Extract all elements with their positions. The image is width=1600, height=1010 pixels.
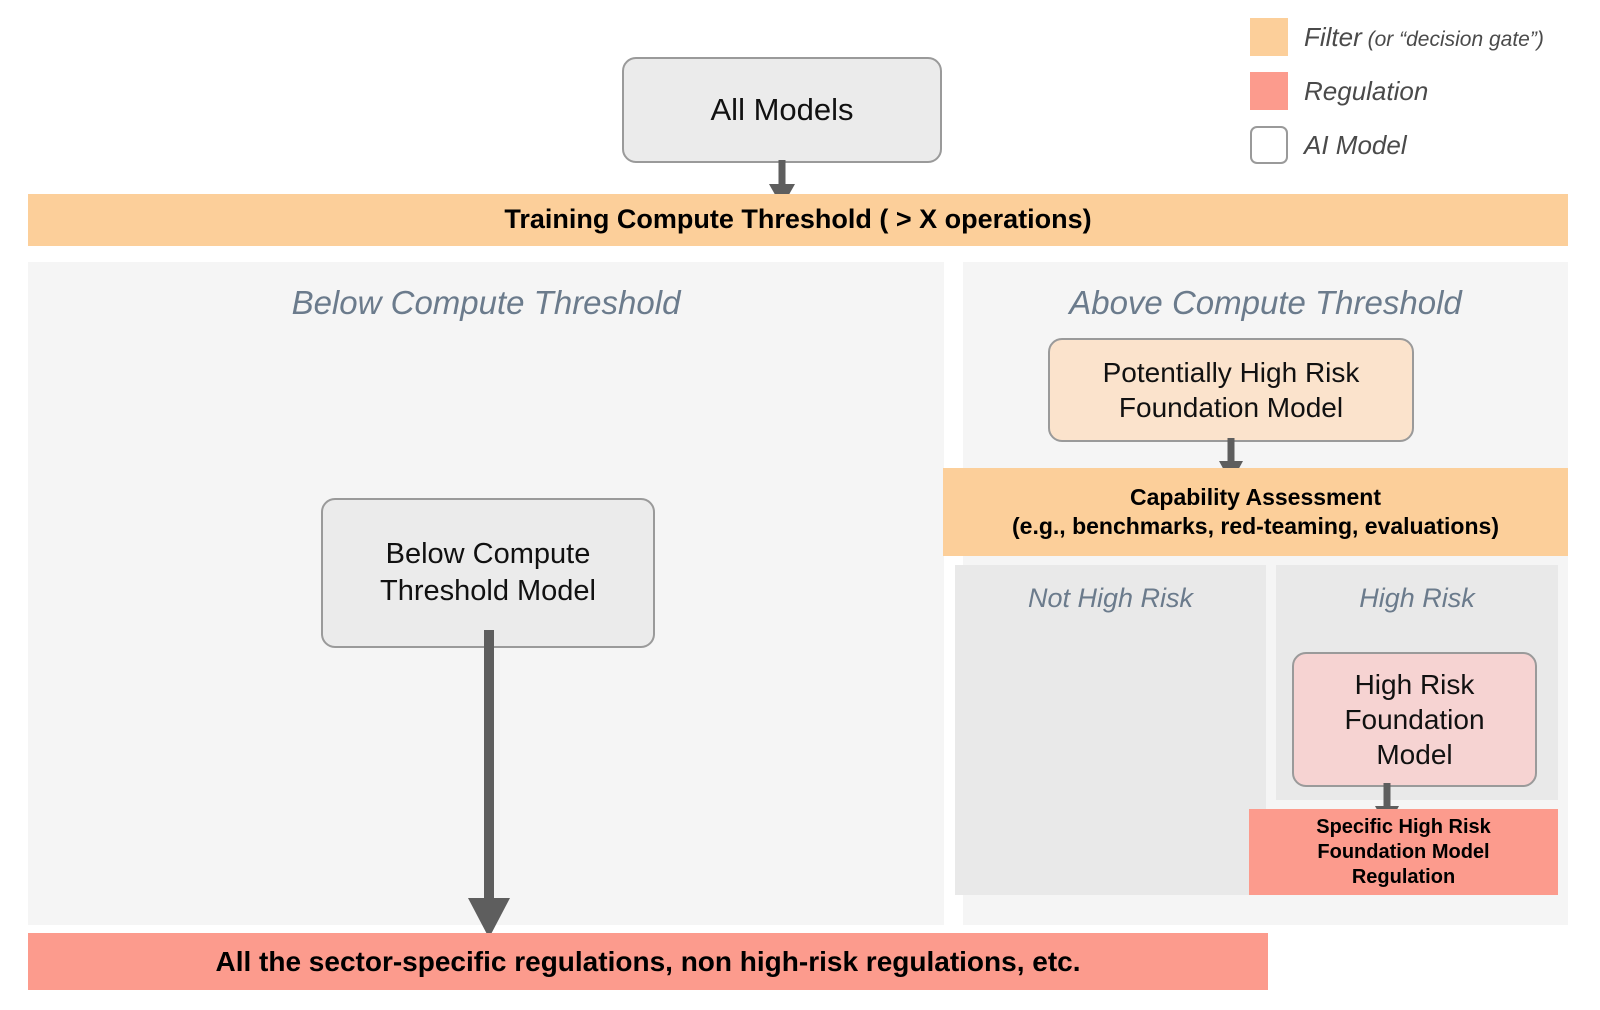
node-all-models-label: All Models (710, 92, 854, 128)
regulation-color-swatch (1250, 72, 1288, 110)
panel-high-risk-title: High Risk (1359, 583, 1475, 613)
legend-label-filter: Filter (or “decision gate”) (1304, 22, 1544, 53)
node-potentially-high-risk-foundation-model-label: Potentially High Risk Foundation Model (1102, 356, 1360, 423)
panel-above-compute-threshold-title: Above Compute Threshold (1069, 284, 1462, 321)
filter-capability-assessment: Capability Assessment (e.g., benchmarks,… (943, 468, 1568, 556)
legend-item-filter: Filter (or “decision gate”) (1250, 10, 1590, 64)
filter-training-compute-threshold: Training Compute Threshold ( > X operati… (28, 194, 1568, 246)
ai-model-color-swatch (1250, 126, 1288, 164)
node-high-risk-foundation-model-label: High Risk Foundation Model (1344, 668, 1485, 771)
legend-filter-subtext: (or “decision gate”) (1361, 27, 1544, 51)
regulation-specific-high-risk-foundation-model: Specific High Risk Foundation Model Regu… (1249, 809, 1558, 895)
regulation-sector-specific-label: All the sector-specific regulations, non… (215, 946, 1081, 977)
filter-training-compute-threshold-label: Training Compute Threshold ( > X operati… (504, 204, 1092, 235)
node-below-compute-threshold-model-label: Below Compute Threshold Model (380, 538, 596, 607)
regulation-sector-specific: All the sector-specific regulations, non… (28, 933, 1268, 990)
panel-not-high-risk-title: Not High Risk (1027, 583, 1194, 613)
legend: Filter (or “decision gate”) Regulation A… (1250, 10, 1590, 172)
filter-color-swatch (1250, 18, 1288, 56)
regulation-specific-high-risk-label: Specific High Risk Foundation Model Regu… (1316, 815, 1491, 888)
node-potentially-high-risk-foundation-model: Potentially High Risk Foundation Model (1048, 338, 1414, 442)
legend-item-ai-model: AI Model (1250, 118, 1590, 172)
panel-below-compute-threshold-title: Below Compute Threshold (291, 284, 681, 321)
node-all-models: All Models (622, 57, 942, 163)
legend-filter-text: Filter (1304, 21, 1362, 52)
panel-not-high-risk: Not High Risk (955, 565, 1266, 895)
filter-capability-assessment-label: Capability Assessment (e.g., benchmarks,… (1012, 484, 1499, 539)
legend-label-regulation: Regulation (1304, 75, 1429, 106)
node-below-compute-threshold-model: Below Compute Threshold Model (321, 498, 655, 648)
node-high-risk-foundation-model: High Risk Foundation Model (1292, 652, 1537, 787)
legend-label-ai-model: AI Model (1304, 129, 1407, 160)
legend-item-regulation: Regulation (1250, 64, 1590, 118)
